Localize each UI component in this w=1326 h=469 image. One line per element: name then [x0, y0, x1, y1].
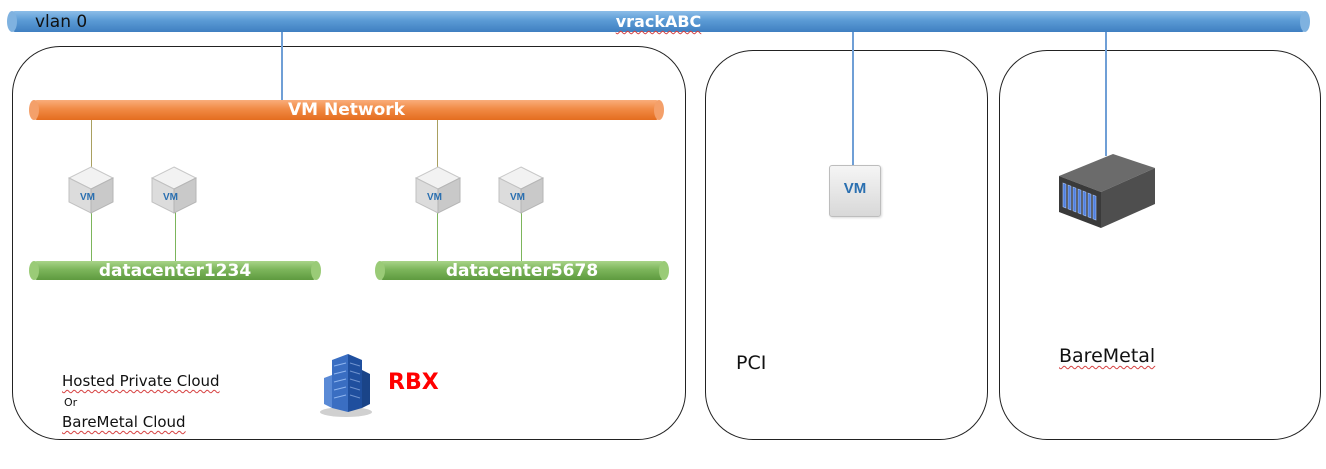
vm-network-to-vm-3-link	[437, 120, 438, 172]
vm-cube-label: VM	[163, 192, 178, 203]
vrack-name: vrackABC	[615, 12, 702, 31]
vm-1-to-dc1-link	[91, 210, 92, 262]
vm-square-label: VM	[843, 180, 867, 197]
vm-cube-icon[interactable]: VM	[414, 165, 462, 215]
vm-cube-label: VM	[510, 192, 525, 203]
vm-cube-label: VM	[80, 192, 95, 203]
datacenter-bus-1[interactable]: datacenter1234	[29, 260, 321, 281]
datacenter-bus-2[interactable]: datacenter5678	[375, 260, 669, 281]
vrack-to-baremetal-link	[1105, 30, 1107, 156]
vrack-to-vm-network-link	[281, 30, 283, 102]
baremetal-label: BareMetal	[1059, 345, 1156, 367]
baremetal-cloud-title: BareMetal Cloud	[62, 413, 186, 431]
vm-network-to-vm-1-link	[91, 120, 92, 172]
vrack-bus[interactable]: vlan 0 vrackABC	[7, 11, 1310, 32]
vm-cube-icon[interactable]: VM	[497, 165, 545, 215]
baremetal-box	[999, 50, 1321, 440]
vm-square-icon[interactable]: VM	[829, 165, 881, 217]
datacenter-label: datacenter5678	[445, 260, 599, 281]
vrack-to-pci-link	[852, 30, 854, 166]
vm-network-label: VM Network	[288, 100, 405, 120]
or-label: Or	[64, 396, 78, 409]
vlan-label: vlan 0	[35, 11, 88, 32]
hosted-private-cloud-title: Hosted Private Cloud	[62, 372, 220, 390]
server-icon[interactable]	[1055, 150, 1159, 230]
vm-cube-icon[interactable]: VM	[67, 165, 115, 215]
vm-3-to-dc2-link	[437, 210, 438, 262]
vm-cube-label: VM	[427, 192, 442, 203]
pci-label: PCI	[736, 352, 767, 374]
building-icon	[320, 354, 372, 417]
vm-4-to-dc2-link	[521, 210, 522, 262]
vm-network-bus[interactable]: VM Network	[29, 100, 664, 120]
vm-cube-icon[interactable]: VM	[150, 165, 198, 215]
vm-2-to-dc1-link	[175, 210, 176, 262]
site-label-rbx: RBX	[388, 370, 439, 395]
datacenter-label: datacenter1234	[98, 260, 252, 281]
pci-box	[705, 50, 988, 440]
